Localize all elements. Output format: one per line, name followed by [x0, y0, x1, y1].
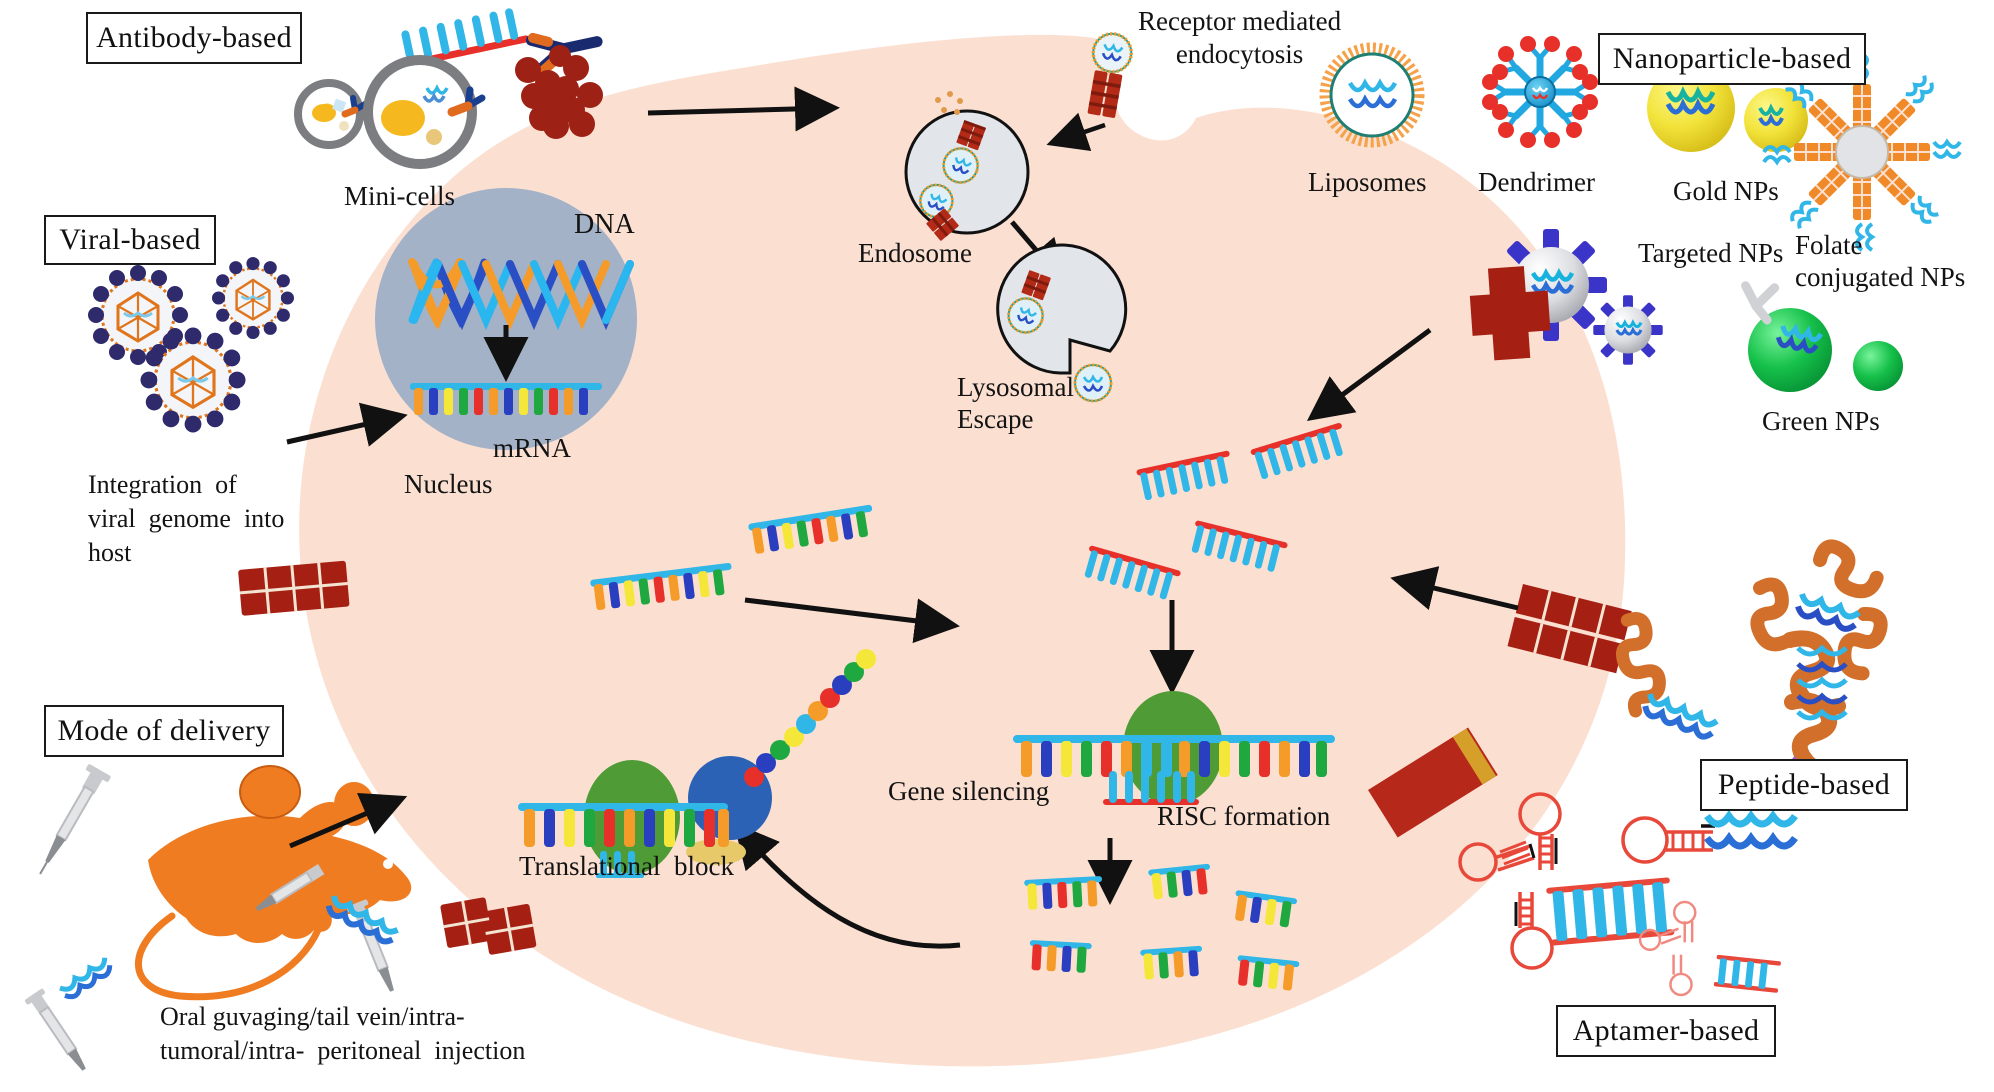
green-np-large-icon	[1741, 281, 1832, 392]
degraded-mrna-fragments	[1024, 863, 1300, 991]
antibody-entry-arrow	[647, 86, 840, 132]
gene-silencing-feedback-arrow	[733, 822, 961, 949]
dendrimer-icon	[1482, 36, 1598, 148]
mini-cell-small-icon	[294, 79, 368, 149]
mrna-strand-nucleus	[410, 383, 602, 415]
peptide-entry-arrow	[1390, 566, 1519, 611]
label-dendrimer: Dendrimer	[1478, 167, 1595, 197]
category-box-mode-of-delivery[interactable]: Mode of delivery	[44, 705, 284, 757]
green-np-ligand-icon	[1741, 281, 1780, 325]
aptamer-conjugate-large-icon	[1368, 727, 1675, 970]
bacterial-cluster-icon	[515, 45, 603, 139]
label-folate-conjugated-nps: Folate conjugated NPs	[1795, 230, 1966, 292]
peptide-brick-conjugate-icon	[1507, 584, 1719, 740]
syringe-ip-icon	[255, 864, 325, 912]
label-delivery-routes: Oral guvaging/tail vein/intra- tumoral/i…	[160, 1002, 526, 1065]
category-box-peptide[interactable]: Peptide-based	[1700, 759, 1908, 811]
dna-helix-icon	[408, 258, 634, 331]
sirna-helix-syringe-b	[325, 895, 399, 945]
syringe-oral-icon	[39, 764, 111, 875]
nanoparticle-entry-arrow	[1306, 327, 1432, 421]
brick-block-left-icon	[238, 560, 350, 616]
sirna-helix-syringe-a	[59, 957, 113, 1000]
label-gold-nps: Gold NPs	[1673, 176, 1779, 206]
aptamer-small-icon	[1638, 900, 1781, 997]
category-box-antibody[interactable]: Antibody-based	[86, 12, 302, 64]
translational-block-icon	[518, 649, 876, 878]
label-nucleus: Nucleus	[404, 469, 493, 499]
mrna-strand-cytoplasm-upper	[748, 504, 873, 554]
viral-particle-group	[88, 257, 294, 433]
green-np-small-icon	[1853, 341, 1903, 391]
liposome-icon	[1319, 42, 1425, 148]
label-gene-silencing: Gene silencing	[888, 776, 1050, 806]
membrane-fragment-dots	[935, 91, 963, 115]
alpha-helix-icon	[1615, 611, 1666, 718]
label-receptor-mediated-endocytosis: Receptor mediated endocytosis	[1138, 6, 1342, 69]
label-liposomes: Liposomes	[1308, 167, 1427, 197]
label-translational-block: Translational block	[519, 851, 734, 881]
label-dna: DNA	[574, 209, 635, 240]
syringe-tail-vein-icon	[24, 988, 86, 1071]
mini-cell-large-icon	[363, 55, 486, 169]
receptor-cargo-complex	[1087, 32, 1134, 118]
category-box-viral[interactable]: Viral-based	[44, 215, 216, 265]
folate-conjugated-np-icon	[1762, 52, 1962, 252]
targeted-np-large-icon	[1495, 229, 1607, 341]
cross-brick-icon	[1469, 266, 1551, 361]
mouse-icon	[134, 765, 412, 1001]
label-green-nps: Green NPs	[1762, 406, 1880, 436]
endosome-icon	[904, 91, 1030, 241]
risc-complex-icon	[1013, 691, 1335, 805]
label-lysosomal-escape: Lysosomal Escape	[957, 372, 1075, 434]
label-targeted-nps: Targeted NPs	[1638, 238, 1784, 268]
nascent-peptide-chain	[744, 649, 876, 787]
delivery-route-arrow	[289, 793, 408, 849]
label-endosome: Endosome	[858, 238, 972, 268]
gold-np-large-icon	[1647, 64, 1735, 152]
label-viral-integration: Integration of viral genome into host	[88, 470, 285, 567]
mrna-strand-cytoplasm-lower	[590, 563, 732, 611]
endocytosis-arrow	[1046, 112, 1106, 152]
viral-entry-arrow	[286, 402, 408, 447]
brick-block-bottom-icon	[440, 897, 537, 955]
label-mrna: mRNA	[493, 433, 572, 463]
gold-np-small-icon	[1744, 88, 1808, 152]
sirna-duplex-group	[1084, 422, 1343, 600]
lysosome-icon	[996, 243, 1128, 403]
label-risc-formation: RISC formation	[1157, 801, 1331, 831]
category-box-nanoparticle[interactable]: Nanoparticle-based	[1598, 33, 1866, 85]
mrna-transport-arrow	[744, 597, 960, 644]
aptamer-hairpin-icon	[1621, 809, 1798, 864]
label-mini-cells: Mini-cells	[344, 181, 455, 211]
category-box-aptamer[interactable]: Aptamer-based	[1556, 1005, 1776, 1057]
targeted-np-small-icon	[1593, 295, 1663, 365]
peptide-helix-cluster-icon	[1750, 539, 1888, 681]
